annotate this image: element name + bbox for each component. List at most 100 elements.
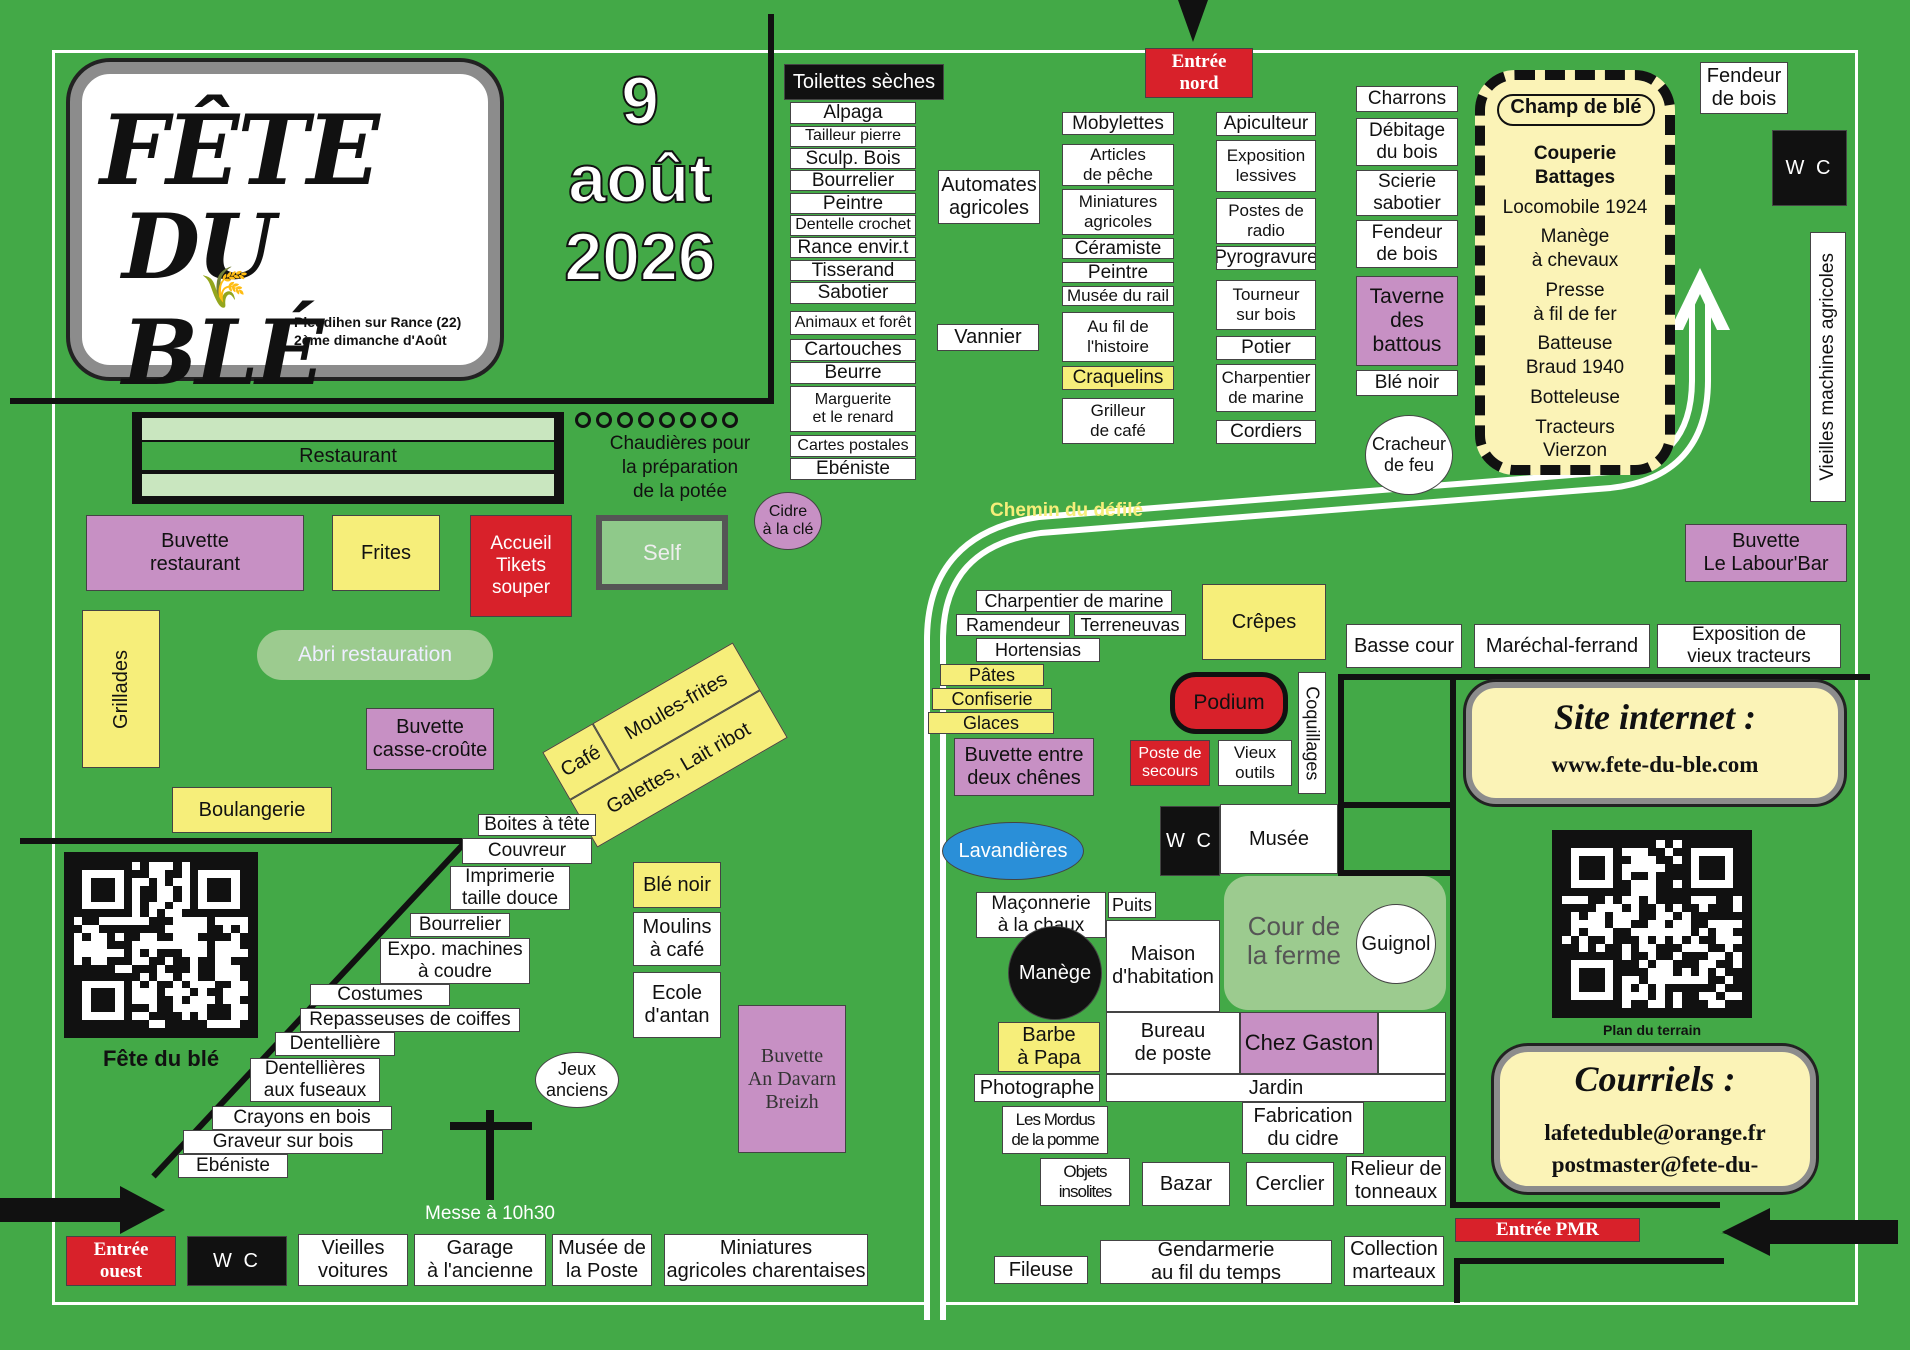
cracheur-de-feu[interactable]: Cracheur de feu — [1365, 415, 1453, 495]
col-a-stand[interactable]: Sculp. Bois — [790, 148, 916, 169]
manege[interactable]: Manège — [1008, 926, 1102, 1020]
col-d-stand[interactable]: Taverne des battous — [1356, 276, 1458, 366]
diagonal-stand[interactable]: Expo. machines à coudre — [380, 938, 530, 984]
mid-stand[interactable]: Glaces — [928, 712, 1054, 734]
buvette-an-davarn-breizh[interactable]: Buvette An Davarn Breizh — [738, 1005, 846, 1153]
fendeur-de-bois-top[interactable]: Fendeur de bois — [1700, 62, 1788, 114]
mid-stand[interactable]: Ramendeur — [956, 614, 1070, 636]
col-a-stand[interactable]: Marguerite et le renard — [790, 386, 916, 432]
diagonal-stand[interactable]: Dentellières aux fuseaux — [250, 1058, 380, 1102]
col-a-stand[interactable]: Cartouches — [790, 339, 916, 361]
diagonal-stand[interactable]: Crayons en bois — [212, 1106, 392, 1130]
self[interactable]: Self — [596, 515, 728, 590]
diagonal-stand[interactable]: Costumes — [310, 984, 450, 1006]
automates-agricoles[interactable]: Automates agricoles — [938, 170, 1040, 224]
bottom-stand[interactable]: Garage à l'ancienne — [414, 1234, 546, 1286]
crepes[interactable]: Crêpes — [1202, 584, 1326, 660]
mid-stand[interactable]: Terreneuvas — [1074, 614, 1186, 636]
diagonal-stand[interactable]: Dentellière — [275, 1032, 395, 1056]
col-c-stand[interactable]: Cordiers — [1216, 420, 1316, 444]
col-b-stand[interactable]: Miniatures agricoles — [1062, 189, 1174, 235]
col-a-stand[interactable]: Tailleur pierre — [790, 126, 916, 147]
fileuse[interactable]: Fileuse — [994, 1256, 1088, 1284]
diagonal-stand[interactable]: Repasseuses de coiffes — [300, 1008, 520, 1032]
musee[interactable]: Musée — [1220, 804, 1338, 874]
diagonal-stand[interactable]: Graveur sur bois — [183, 1130, 383, 1154]
col-a-stand[interactable]: Alpaga — [790, 102, 916, 124]
entrance-pmr[interactable]: Entrée PMR — [1455, 1218, 1640, 1242]
abri-restauration[interactable]: Abri restauration — [257, 630, 493, 680]
bottom-stand[interactable]: Musée de la Poste — [552, 1234, 652, 1286]
fabrication-cidre[interactable]: Fabrication du cidre — [1242, 1102, 1364, 1154]
col-a-stand[interactable]: Peintre — [790, 193, 916, 214]
maison-habitation[interactable]: Maison d'habitation — [1106, 920, 1220, 1012]
email-1[interactable]: lafeteduble@orange.fr — [1544, 1120, 1766, 1145]
col-a-stand[interactable]: Sabotier — [790, 282, 916, 304]
chaudieres[interactable]: Chaudières pour la préparation de la pot… — [609, 433, 751, 502]
exposition-vieux-tracteurs[interactable]: Exposition de vieux tracteurs — [1657, 624, 1841, 668]
les-mordus-pomme[interactable]: Les Mordus de la pomme — [1002, 1106, 1108, 1154]
ecole-dantan[interactable]: Ecole d'antan — [633, 972, 721, 1038]
vieux-outils[interactable]: Vieux outils — [1218, 740, 1292, 786]
qr-code-right-icon[interactable] — [1552, 830, 1752, 1018]
buvette-casse-croute[interactable]: Buvette casse-croûte — [366, 708, 494, 770]
chez-gaston[interactable]: Chez Gaston — [1240, 1012, 1378, 1074]
col-d-stand[interactable]: Fendeur de bois — [1356, 220, 1458, 268]
col-a-stand[interactable]: Dentelle crochet — [790, 215, 916, 236]
diagonal-stand[interactable]: Bourrelier — [410, 913, 510, 937]
col-b-stand[interactable]: Peintre — [1062, 262, 1174, 283]
col-b-stand[interactable]: Grilleur de café — [1062, 398, 1174, 444]
collection-marteaux[interactable]: Collection marteaux — [1344, 1236, 1444, 1286]
jeux-anciens[interactable]: Jeux anciens — [535, 1052, 619, 1108]
entrance-nord[interactable]: Entrée nord — [1145, 48, 1253, 98]
email-2[interactable]: postmaster@fete-du- — [1551, 1152, 1759, 1177]
lavandieres[interactable]: Lavandières — [942, 822, 1084, 880]
toilettes-seches[interactable]: Toilettes sèches — [784, 64, 944, 100]
puits[interactable]: Puits — [1108, 892, 1156, 918]
col-c-stand[interactable]: Exposition lessives — [1216, 140, 1316, 192]
guignol[interactable]: Guignol — [1356, 904, 1436, 984]
wc-east[interactable]: W C — [1772, 130, 1847, 206]
qr-code-left-icon[interactable] — [64, 852, 258, 1038]
bottom-stand[interactable]: Miniatures agricoles charentaises — [664, 1234, 868, 1286]
site-url[interactable]: www.fete-du-ble.com — [1551, 752, 1759, 777]
boulangerie[interactable]: Boulangerie — [172, 787, 332, 833]
col-d-stand[interactable]: Débitage du bois — [1356, 118, 1458, 166]
mid-stand[interactable]: Pâtes — [940, 664, 1044, 686]
objets-insolites[interactable]: Objets insolites — [1040, 1158, 1130, 1206]
col-a-stand[interactable]: Tisserand — [790, 260, 916, 281]
buvette-entre-deux-chenes[interactable]: Buvette entre deux chênes — [954, 738, 1094, 796]
col-a-stand[interactable]: Animaux et forêt — [790, 311, 916, 335]
coquillages[interactable]: Coquillages — [1298, 672, 1326, 794]
wc-west[interactable]: W C — [187, 1236, 287, 1286]
barbe-a-papa[interactable]: Barbe à Papa — [998, 1022, 1100, 1072]
gendarmerie[interactable]: Gendarmerie au fil du temps — [1100, 1240, 1332, 1284]
jardin[interactable]: Jardin — [1106, 1074, 1446, 1102]
col-c-stand[interactable]: Tourneur sur bois — [1216, 280, 1316, 330]
bazar[interactable]: Bazar — [1142, 1162, 1230, 1206]
bottom-stand[interactable]: Vieilles voitures — [298, 1234, 408, 1286]
grillades[interactable]: Grillades — [82, 610, 160, 768]
diagonal-stand[interactable]: Ebéniste — [178, 1154, 288, 1178]
moulins-a-cafe[interactable]: Moulins à café — [633, 912, 721, 966]
col-c-stand[interactable]: Postes de radio — [1216, 198, 1316, 244]
buvette-labour-bar[interactable]: Buvette Le Labour'Bar — [1685, 524, 1847, 582]
col-a-stand[interactable]: Rance envir.t — [790, 237, 916, 258]
marechal-ferrand[interactable]: Maréchal-ferrand — [1474, 624, 1650, 668]
mid-stand[interactable]: Confiserie — [932, 688, 1052, 710]
courriels-panel[interactable]: Courriels : lafeteduble@orange.fr postma… — [1494, 1046, 1816, 1192]
col-b-stand[interactable]: Céramiste — [1062, 238, 1174, 259]
restaurant[interactable]: Restaurant — [132, 412, 564, 504]
relieur-tonneaux[interactable]: Relieur de tonneaux — [1346, 1156, 1446, 1206]
col-c-stand[interactable]: Potier — [1216, 336, 1316, 360]
col-a-stand[interactable]: Cartes postales — [790, 435, 916, 457]
cidre-a-la-cle[interactable]: Cidre à la clé — [754, 492, 822, 550]
frites[interactable]: Frites — [332, 515, 440, 591]
col-a-stand[interactable]: Ebéniste — [790, 458, 916, 480]
ble-noir-2[interactable]: Blé noir — [633, 862, 721, 908]
col-b-stand[interactable]: Craquelins — [1062, 366, 1174, 390]
col-b-stand[interactable]: Au fil de l'histoire — [1062, 312, 1174, 362]
col-b-stand[interactable]: Articles de pêche — [1062, 144, 1174, 186]
diagonal-stand[interactable]: Imprimerie taille douce — [450, 866, 570, 910]
